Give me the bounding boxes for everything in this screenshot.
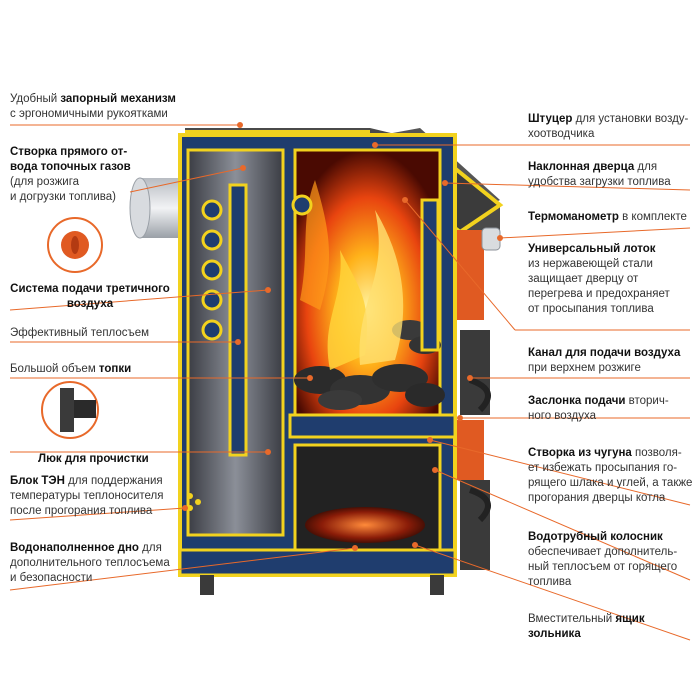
label-direct-flue-flap: Створка прямого от-вода топочных газов(д… (10, 146, 131, 203)
callout-lines (9, 122, 691, 641)
label-heat-removal: Эффективный теплосъем (10, 327, 150, 339)
label-thermomanometer: Термоманометр в комплекте (528, 211, 687, 223)
coal-bed (294, 320, 445, 410)
flue-tubes (201, 199, 223, 341)
heater-element (187, 493, 201, 511)
water-jacket (178, 133, 457, 577)
label-air-vent-fitting: Штуцер для установки возду-хоотводчика (528, 113, 689, 140)
door-handle (468, 487, 491, 523)
label-cleaning-hatch: Люк для прочистки (38, 453, 149, 465)
label-cast-iron-flap: Створка из чугуна позволя-ет избежать пр… (528, 447, 693, 504)
label-firebox-volume: Большой объем топки (10, 363, 132, 375)
label-secondary-air-damper: Заслонка подачи вторич-ного воздуха (528, 395, 669, 422)
cleaning-hatch-icon (41, 381, 99, 439)
tertiary-air-icon (47, 217, 103, 273)
door-handle (468, 377, 491, 413)
